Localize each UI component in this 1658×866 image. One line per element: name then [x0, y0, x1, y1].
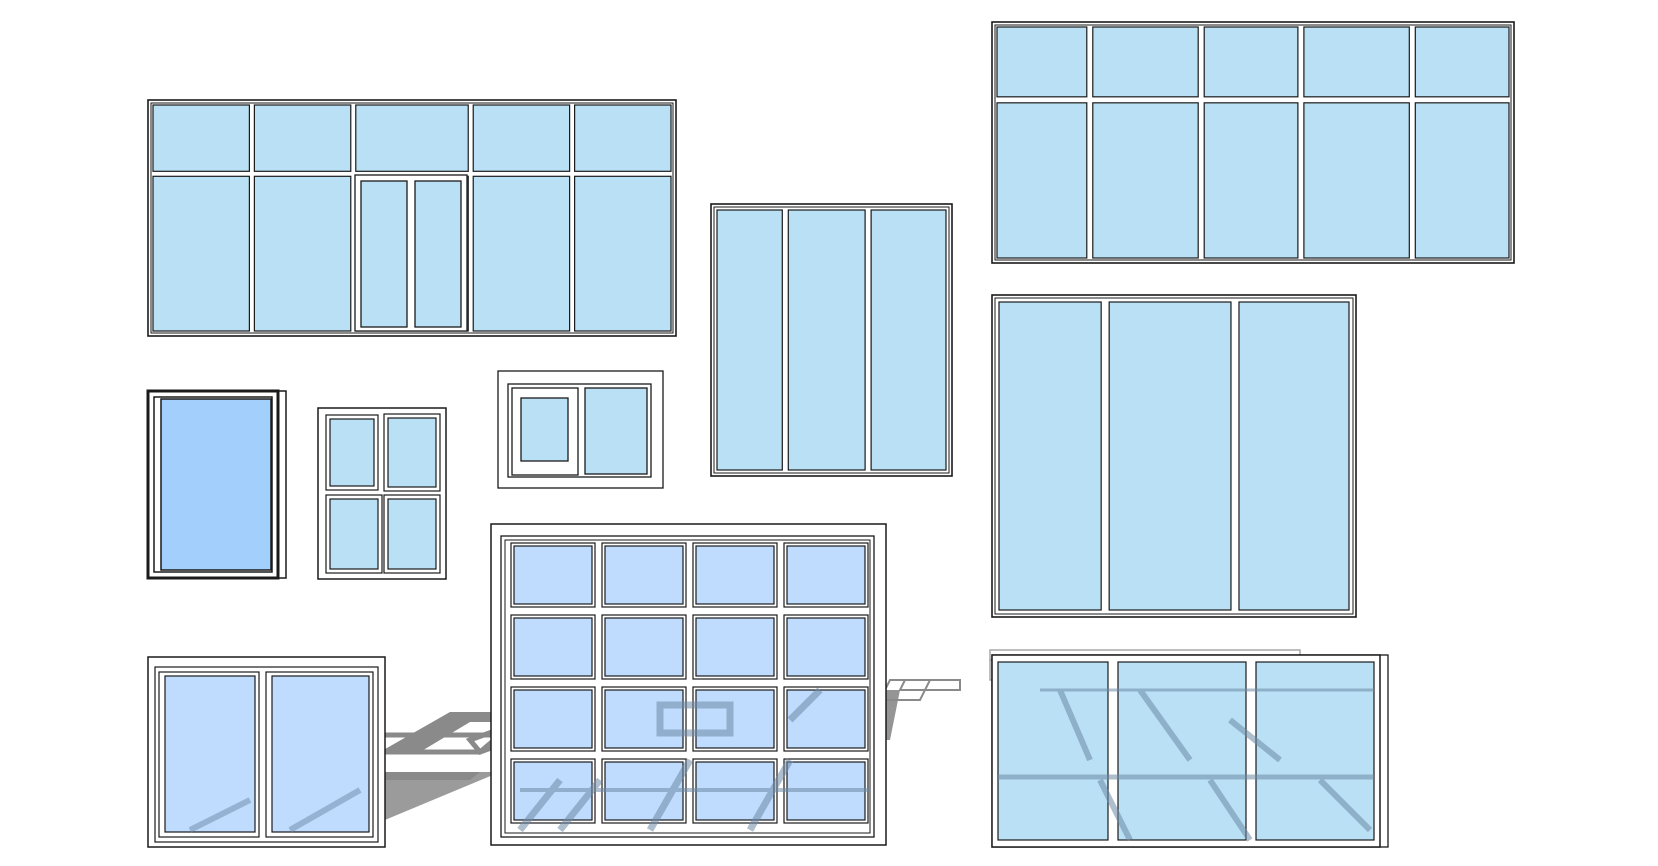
grid-window-16-glass-r2c3 — [786, 689, 866, 749]
sliding-double-bottom-left-reflections — [188, 787, 362, 833]
grid-window-16-glass-r1c3 — [786, 617, 866, 677]
grid-window-16-reflections — [517, 687, 870, 833]
window-collection — [146, 21, 1515, 848]
four-pane-sash-glass-1 — [387, 417, 437, 488]
curtain-wall-tall-top-right-inner-line — [994, 24, 1512, 261]
triple-tall-panel-inner-line — [713, 206, 950, 474]
storefront-double-door-pane-r0c3 — [472, 104, 571, 172]
grid-window-16-glass-r2c0 — [513, 689, 593, 749]
large-triple-panel-pane-r0c2 — [1238, 301, 1350, 611]
grid-window-16-glass-r1c1 — [604, 617, 684, 677]
sliding-triple-bottom-right-glass-0 — [997, 661, 1109, 841]
curtain-wall-tall-top-right — [991, 21, 1515, 264]
curtain-wall-tall-top-right-pane-r1c2 — [1203, 102, 1299, 259]
sliding-triple-bottom-right-reflection-2 — [1228, 717, 1282, 763]
grid-window-16-glass-r0c3 — [786, 545, 866, 605]
grid-window-16-glass-r0c1 — [604, 545, 684, 605]
storefront-double-door-pane-r0c2 — [355, 104, 469, 172]
storefront-double-door-pane-r1c4 — [574, 175, 672, 332]
storefront-double-door-door-leaf-right — [414, 180, 462, 328]
single-casement — [146, 389, 287, 580]
curtain-wall-tall-top-right-pane-r1c1 — [1092, 102, 1199, 259]
four-pane-sash-glass-3 — [387, 498, 437, 570]
curtain-wall-tall-top-right-pane-r0c2 — [1203, 26, 1299, 98]
curtain-wall-tall-top-right-pane-r0c3 — [1303, 26, 1410, 98]
large-triple-panel — [991, 294, 1357, 618]
sliding-triple-bottom-right-reflections — [998, 688, 1374, 842]
large-triple-panel-inner-line — [994, 297, 1354, 615]
small-twin-pane-glass-left — [520, 397, 569, 462]
sliding-double-bottom-left-reflection-1 — [288, 787, 362, 833]
storefront-double-door — [147, 99, 677, 337]
sliding-double-bottom-left — [147, 656, 386, 848]
storefront-double-door-pane-r1c1 — [253, 175, 352, 332]
storefront-double-door-inner-line — [150, 102, 674, 334]
four-pane-sash — [317, 407, 447, 580]
curtain-wall-tall-top-right-pane-r0c1 — [1092, 26, 1199, 98]
curtain-wall-tall-top-right-pane-r1c0 — [996, 102, 1088, 259]
sliding-triple-bottom-right-reflection-4 — [1207, 778, 1253, 842]
small-twin-pane-glass-right — [584, 387, 648, 475]
large-triple-panel-pane-r0c1 — [1108, 301, 1232, 611]
storefront-double-door-pane-r0c4 — [574, 104, 672, 172]
single-casement-glass — [160, 398, 272, 571]
curtain-wall-tall-top-right-pane-r0c0 — [996, 26, 1088, 98]
storefront-double-door-door-leaf-left — [360, 180, 408, 328]
grid-window-16-glass-r2c2 — [695, 689, 775, 749]
triple-tall-panel-pane-r0c1 — [787, 209, 866, 471]
triple-tall-panel-pane-r0c0 — [716, 209, 783, 471]
triple-tall-panel-pane-r0c2 — [870, 209, 947, 471]
storefront-double-door-pane-r0c1 — [253, 104, 352, 172]
curtain-wall-tall-top-right-pane-r0c4 — [1414, 26, 1510, 98]
storefront-double-door-pane-r0c0 — [152, 104, 250, 172]
grid-window-16-glass-r1c2 — [695, 617, 775, 677]
grid-window-16-glass-r2c1 — [604, 689, 684, 749]
sliding-triple-bottom-right-reflection-3 — [1097, 778, 1133, 842]
grid-window-16-glass-r0c2 — [695, 545, 775, 605]
curtain-wall-tall-top-right-pane-r1c4 — [1414, 102, 1510, 259]
grid-window-16 — [490, 523, 887, 846]
sliding-triple-bottom-right — [991, 654, 1389, 848]
curtain-wall-tall-top-right-pane-r1c3 — [1303, 102, 1410, 259]
grid-window-16-reflection-4 — [787, 687, 823, 723]
storefront-double-door-pane-r1c3 — [472, 175, 571, 332]
grid-window-16-reflection-3 — [746, 758, 794, 832]
sliding-double-bottom-left-reflection-0 — [188, 797, 252, 833]
grid-window-16-reflection-2 — [646, 758, 694, 832]
triple-tall-panel — [710, 203, 953, 477]
sliding-double-bottom-left-glass-left — [164, 675, 256, 833]
small-twin-pane — [497, 370, 664, 489]
grid-window-16-glass-r0c0 — [513, 545, 593, 605]
sliding-triple-bottom-right-reflection-5 — [1317, 777, 1373, 833]
sliding-triple-bottom-right-reflection-1 — [1137, 688, 1193, 762]
grid-window-16-glass-r1c0 — [513, 617, 593, 677]
four-pane-sash-glass-2 — [329, 498, 379, 570]
sliding-triple-bottom-right-reflection-0 — [1057, 688, 1093, 762]
storefront-double-door-pane-r1c0 — [152, 175, 250, 332]
large-triple-panel-pane-r0c0 — [998, 301, 1102, 611]
grid-window-16-reflection-box — [656, 701, 734, 737]
sliding-double-bottom-left-glass-right — [271, 675, 370, 833]
four-pane-sash-glass-0 — [329, 418, 375, 487]
